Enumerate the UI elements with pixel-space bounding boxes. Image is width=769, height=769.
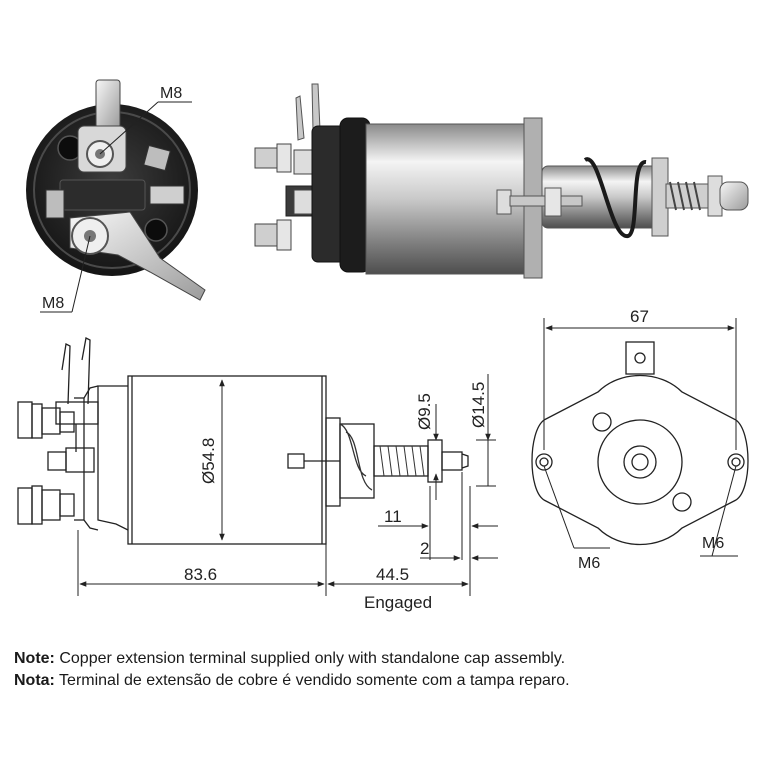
dim-travel: 44.5 <box>376 565 409 584</box>
dim-body-diameter: Ø54.8 <box>199 438 218 484</box>
dimensions-side <box>77 374 498 596</box>
dim-two: 2 <box>420 539 429 558</box>
mount-hole-left <box>535 453 553 471</box>
m8-bottom-leader <box>71 235 91 313</box>
note-english-prefix: Note: <box>14 650 55 667</box>
dim-flange-diameter: Ø14.5 <box>469 382 488 428</box>
note-english-text: Copper extension terminal supplied only … <box>59 650 566 667</box>
cap-end-view <box>26 79 206 301</box>
flange-drawing <box>531 341 749 546</box>
notes-block: Note: Copper extension terminal supplied… <box>14 648 754 692</box>
dim-eleven: 11 <box>384 507 402 526</box>
side-photo-view <box>254 83 749 279</box>
flange-terminal-tab <box>625 341 655 375</box>
m8-top-leader <box>99 101 159 155</box>
m6-left-label: M6 <box>578 555 600 572</box>
note-portuguese: Nota: Terminal de extensão de cobre é ve… <box>14 670 754 692</box>
flange-center-boss <box>597 419 683 505</box>
terminal-tab-top <box>95 79 121 129</box>
dim-engaged-label: Engaged <box>364 593 432 612</box>
note-portuguese-text: Terminal de extensão de cobre é vendido … <box>59 672 570 689</box>
m6-right-label: M6 <box>702 535 724 552</box>
small-terminal <box>143 144 171 172</box>
side-drawing <box>17 337 469 545</box>
note-portuguese-prefix: Nota: <box>14 672 55 689</box>
mount-hole-right <box>727 453 745 471</box>
note-english: Note: Copper extension terminal supplied… <box>14 648 754 670</box>
body-outline <box>127 375 327 545</box>
cap-outline <box>97 385 129 531</box>
dim-flange-width: 67 <box>630 307 649 326</box>
dim-plunger-diameter: Ø9.5 <box>415 393 434 430</box>
flange-outline <box>531 374 749 546</box>
m8-top-label: M8 <box>160 85 182 102</box>
dim-overall-length: 83.6 <box>184 565 217 584</box>
m8-bottom-label: M8 <box>42 295 64 312</box>
dimensions-flange <box>543 318 738 557</box>
